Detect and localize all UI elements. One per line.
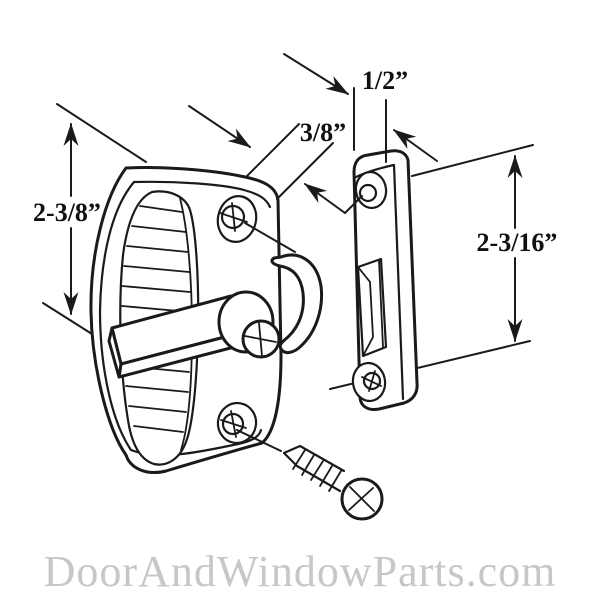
latch-screw-hole-bottom [216, 401, 258, 445]
strike-slot [356, 257, 388, 358]
dimension-strike-width: 1/2” [283, 53, 438, 163]
phillips-cross-icon [219, 202, 248, 232]
phillips-cross-icon [244, 322, 277, 357]
strike-height-label: 2-3/16” [477, 228, 558, 257]
strike-width-label: 1/2” [362, 66, 408, 95]
watermark: DoorAndWindowParts.com [44, 547, 557, 596]
leader-lines [236, 195, 363, 452]
leader-latch-bottom-hole-to-screw [236, 429, 282, 452]
strike-plate-edges [354, 163, 405, 401]
latch-height-extension-bottom [42, 302, 93, 335]
leader-latch-top-hole [244, 222, 296, 253]
mounting-screw [282, 444, 384, 521]
latch-body [89, 165, 324, 474]
strike-screw-hole-top [354, 170, 388, 210]
latch-height-label: 2-3/8” [33, 198, 101, 227]
phillips-cross-icon [361, 370, 382, 392]
leader-strike-top-hole [344, 195, 363, 214]
strike-plate [351, 149, 419, 411]
phillips-cross-icon [348, 486, 375, 512]
dimension-latch-height: 2-3/8” [33, 123, 101, 315]
latch-depth-label: 3/8” [300, 118, 346, 147]
strike-screw-hole-bottom [351, 361, 387, 403]
latch-hook [270, 253, 324, 355]
latch-height-extension-top [56, 103, 147, 163]
dimension-strike-height: 2-3/16” [477, 155, 558, 342]
dimension-latch-depth: 3/8” [188, 105, 346, 214]
phillips-cross-icon [220, 410, 247, 438]
latch-hub [217, 290, 281, 359]
strike-height-extension-top [411, 144, 534, 177]
latch-depth-extension-a [246, 123, 300, 177]
latch-screw-hole-top [216, 195, 258, 243]
screw-threads [292, 449, 342, 492]
screw-shank [282, 444, 346, 493]
latch-depth-extension-b [276, 142, 334, 200]
